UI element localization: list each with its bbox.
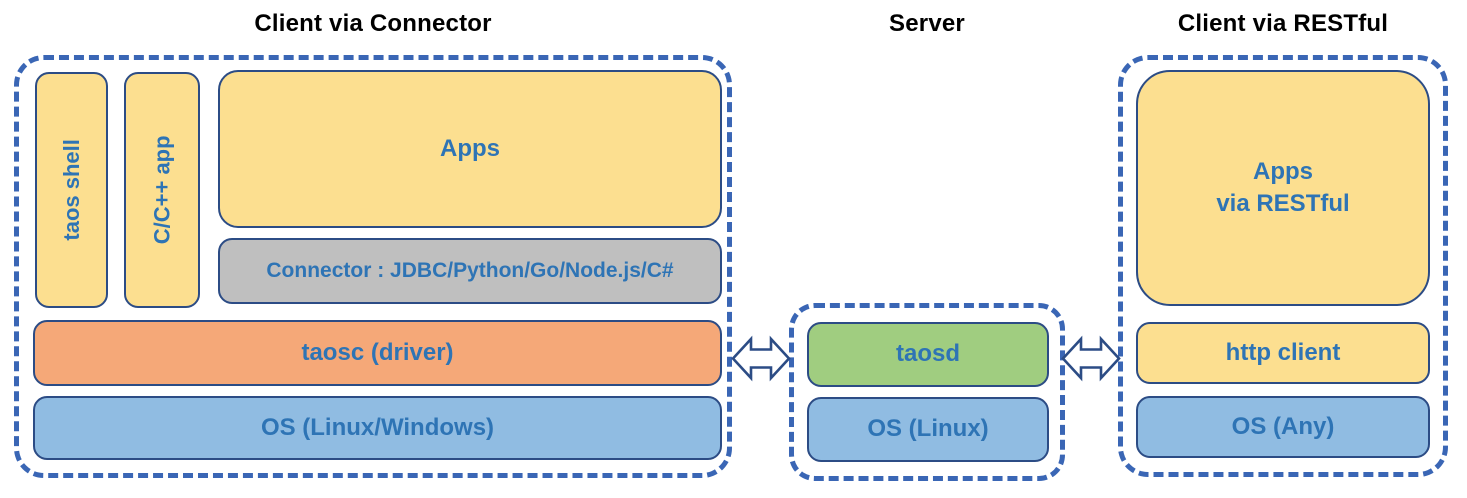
box-apps-label: Apps bbox=[440, 134, 500, 162]
box-taosc-driver-label: taosc (driver) bbox=[301, 338, 454, 366]
box-http-client-label: http client bbox=[1225, 338, 1341, 366]
box-os-any: OS (Any) bbox=[1136, 396, 1430, 458]
box-connector-label: Connector : JDBC/Python/Go/Node.js/C# bbox=[266, 258, 674, 282]
box-http-client: http client bbox=[1136, 322, 1430, 384]
box-taosc-driver: taosc (driver) bbox=[33, 320, 722, 386]
box-taos-shell-label: taos shell bbox=[58, 139, 84, 241]
bidirectional-arrow-icon bbox=[1061, 335, 1121, 382]
box-connector: Connector : JDBC/Python/Go/Node.js/C# bbox=[218, 238, 722, 304]
box-os-linux: OS (Linux) bbox=[807, 397, 1049, 462]
server-group-outline bbox=[789, 303, 1065, 481]
box-apps: Apps bbox=[218, 70, 722, 228]
box-c-cpp-app: C/C++ app bbox=[124, 72, 200, 308]
restful-client-group-outline bbox=[1118, 55, 1448, 477]
box-apps-via-restful: Apps via RESTful bbox=[1136, 70, 1430, 306]
box-os-linux-label: OS (Linux) bbox=[867, 415, 989, 443]
section-title-server: Server bbox=[889, 10, 965, 37]
section-title-client-via-connector: Client via Connector bbox=[254, 10, 492, 37]
connector-client-group-outline bbox=[14, 55, 732, 478]
box-os-linux-windows: OS (Linux/Windows) bbox=[33, 396, 722, 460]
box-taos-shell: taos shell bbox=[35, 72, 108, 308]
box-taosd-label: taosd bbox=[895, 340, 960, 368]
box-os-any-label: OS (Any) bbox=[1231, 412, 1335, 440]
box-apps-via-restful-label: Apps via RESTful bbox=[1216, 157, 1350, 217]
section-title-client-via-restful: Client via RESTful bbox=[1177, 10, 1389, 37]
bidirectional-arrow-icon bbox=[731, 335, 791, 382]
box-taosd: taosd bbox=[807, 322, 1049, 387]
box-os-linux-windows-label: OS (Linux/Windows) bbox=[260, 413, 495, 441]
box-c-cpp-app-label: C/C++ app bbox=[149, 135, 175, 245]
